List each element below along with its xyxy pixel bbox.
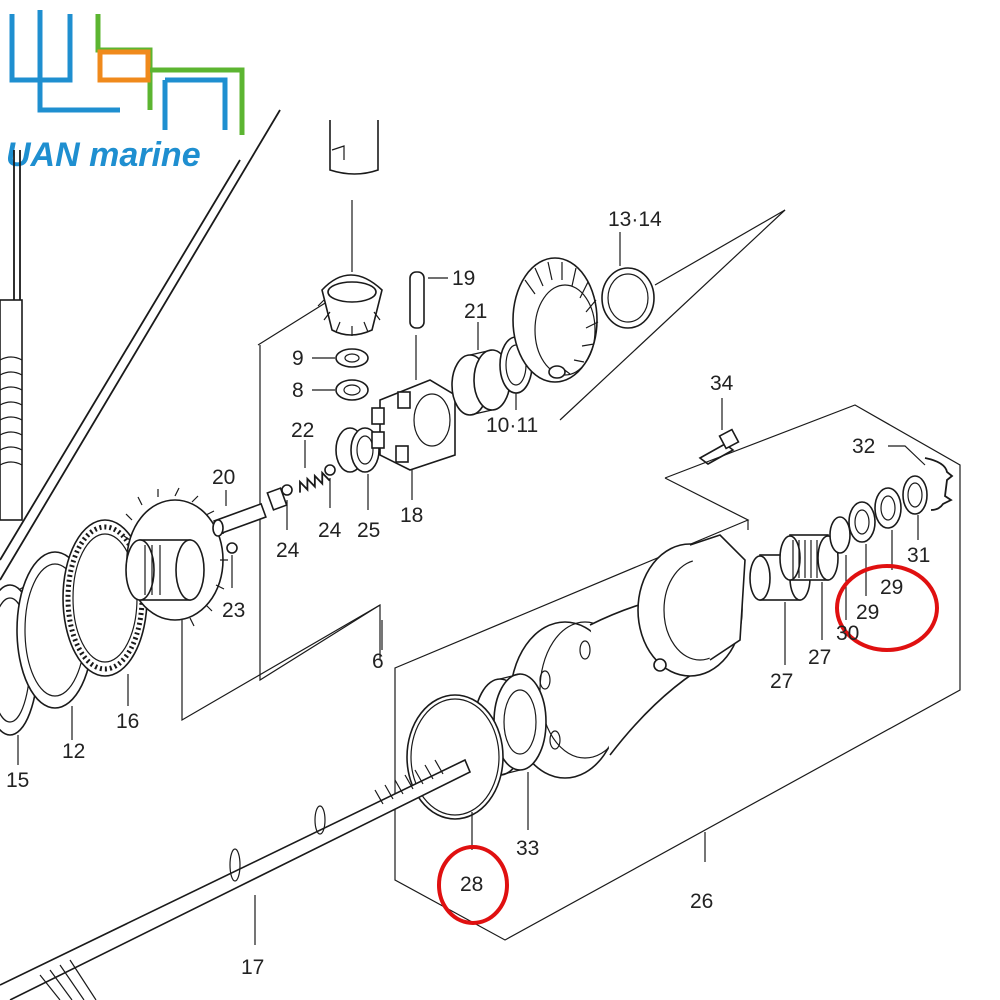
bevel-gear: [512, 257, 599, 383]
label-29a: 29: [880, 576, 903, 599]
label-6: 6: [372, 650, 384, 673]
label-13-14: 13·14: [608, 208, 662, 231]
label-21: 21: [464, 300, 487, 323]
label-23: 23: [222, 599, 245, 622]
part-27-bearing-b: [779, 534, 839, 640]
label-31: 31: [907, 544, 930, 567]
part-19-pin: [409, 271, 448, 380]
label-27b: 27: [808, 646, 831, 669]
label-27a: 27: [770, 670, 793, 693]
label-22: 22: [291, 419, 314, 442]
part-9-washer: [312, 348, 369, 368]
part-6-gear: [123, 487, 228, 627]
brand-name: UAN marine: [6, 136, 201, 174]
label-26: 26: [690, 890, 713, 913]
part-31-ring: [902, 475, 928, 540]
part-13-14-shim: [601, 232, 655, 329]
group-bracket-26: [394, 404, 961, 941]
label-19: 19: [452, 267, 475, 290]
left-vertical-shaft: [0, 150, 23, 521]
part-23-ball: [226, 542, 238, 554]
part-34-bolt: [698, 398, 740, 465]
label-34: 34: [710, 372, 734, 395]
label-29b: 29: [856, 601, 879, 624]
part-29-seal-b: [874, 487, 902, 570]
part-32-retainer: [888, 445, 954, 511]
label-24b: 24: [276, 539, 300, 562]
label-30: 30: [836, 622, 859, 645]
label-18: 18: [400, 504, 423, 527]
part-22-spring: [299, 440, 331, 493]
part-29-seal-a: [848, 501, 876, 596]
label-24a: 24: [318, 519, 342, 542]
group-bracket-6: [181, 603, 381, 722]
part-24-plunger: [266, 464, 336, 530]
label-10-11: 10·11: [486, 414, 538, 437]
label-32: 32: [852, 435, 875, 458]
label-20: 20: [212, 466, 235, 489]
brand-logo: UAN marine: [6, 10, 245, 174]
guide-line-left-2: [0, 109, 281, 581]
label-15: 15: [6, 769, 29, 792]
part-26-housing: [509, 534, 746, 862]
part-17-propeller-shaft: [0, 758, 472, 1000]
highlight-circle-28: [437, 845, 509, 925]
part-8-washer: [312, 379, 369, 401]
pinion-gear: [317, 120, 383, 336]
label-25: 25: [357, 519, 380, 542]
part-18-clutch: [371, 379, 456, 500]
guide-line-left-1: [0, 159, 241, 561]
label-12: 12: [62, 740, 85, 763]
label-17: 17: [241, 956, 264, 979]
label-33: 33: [516, 837, 539, 860]
part-30-circlip: [829, 516, 851, 620]
label-28: 28: [460, 873, 483, 896]
label-9: 9: [292, 347, 304, 370]
label-16: 16: [116, 710, 139, 733]
label-8: 8: [292, 379, 304, 402]
part-20-pin: [212, 490, 267, 537]
highlight-circle-29: [835, 564, 939, 652]
